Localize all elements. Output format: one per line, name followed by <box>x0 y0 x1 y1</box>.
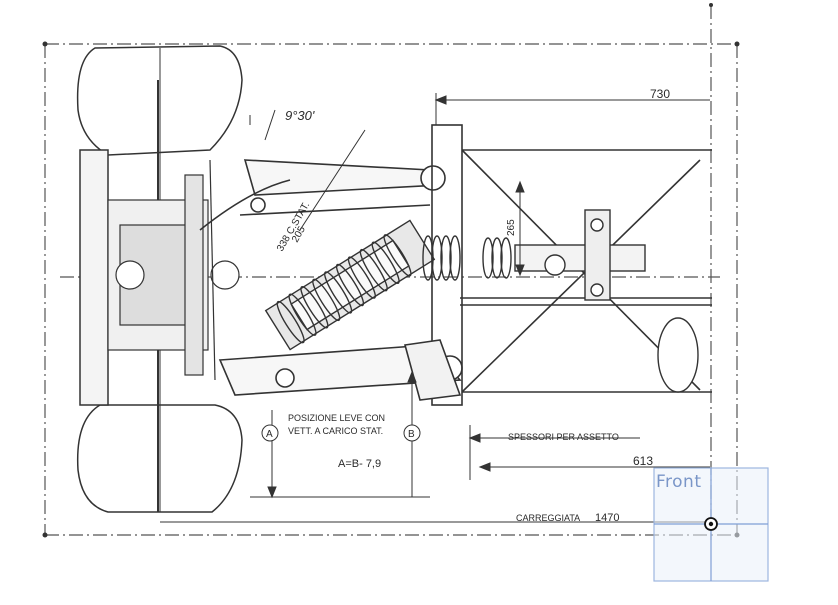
marker-a: A <box>266 429 273 440</box>
dim-265: 265 <box>506 219 517 236</box>
dim-1470: 1470 <box>595 512 619 524</box>
carreggiata-label: CARREGGIATA <box>516 513 580 523</box>
steering-rack <box>422 209 699 393</box>
spessori-label: SPESSORI PER ASSETTO <box>508 432 619 442</box>
view-gizmo[interactable] <box>653 467 769 582</box>
angle-label: 9°30' <box>285 108 315 123</box>
tyre-drawing <box>76 45 243 513</box>
note-line2: VETT. A CARICO STAT. <box>288 426 383 436</box>
dim-613: 613 <box>633 454 653 468</box>
formula-label: A=B- 7,9 <box>338 458 381 470</box>
dimension-lines <box>160 93 710 523</box>
marker-a-circle <box>261 424 279 442</box>
spring-damper <box>264 219 436 351</box>
marker-b: B <box>408 429 415 440</box>
note-line1: POSIZIONE LEVE CON <box>288 413 385 423</box>
label-338: 338 C.STAT. <box>275 200 312 253</box>
hub-assembly <box>107 159 240 381</box>
dim-730: 730 <box>650 87 670 101</box>
view-label: Front <box>656 472 702 492</box>
marker-b-circle <box>403 424 421 442</box>
